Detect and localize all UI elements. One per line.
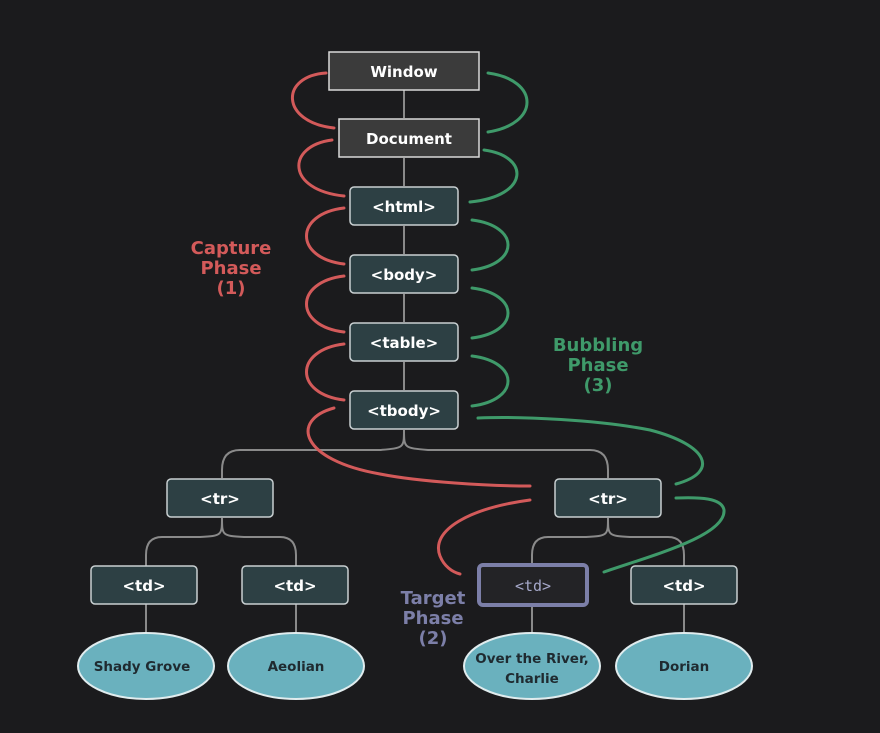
bubbling-phase-label: Bubbling Phase (3) — [553, 335, 643, 396]
node-td-4: <td> — [630, 565, 738, 605]
connector-trright-td4 — [607, 517, 685, 566]
node-html: <html> — [349, 186, 459, 226]
capture-arcs — [290, 71, 532, 576]
bubbling-phase-line2: Phase — [567, 355, 628, 376]
leaf-over-the-river-line1: Over the River, — [475, 651, 589, 667]
node-td-4-box — [630, 565, 738, 605]
node-body-box — [349, 254, 459, 294]
node-body-label: <body> — [371, 266, 438, 284]
node-td-4-label: <td> — [662, 577, 705, 595]
node-document-label: Document — [366, 130, 452, 148]
bubbling-arc-4 — [470, 286, 510, 340]
target-phase-line2: Phase — [402, 608, 463, 629]
bubbling-phase-line1: Bubbling — [553, 335, 643, 356]
node-tr-left: <tr> — [166, 478, 274, 518]
bubbling-arc-7 — [476, 416, 705, 486]
capture-arc-2 — [297, 138, 346, 198]
capture-arc-6 — [306, 406, 532, 488]
node-html-label: <html> — [372, 198, 436, 216]
target-phase-line3: (2) — [419, 628, 448, 649]
connector-trleft-td2 — [221, 517, 297, 566]
node-window-box — [328, 51, 480, 91]
bubbling-arc-1 — [486, 71, 529, 134]
leaf-dorian-label: Dorian — [659, 659, 710, 675]
bubbling-arcs — [468, 71, 726, 574]
target-phase-label: Target Phase (2) — [401, 588, 466, 649]
node-td-target-label: <td> — [515, 577, 551, 595]
leaf-dorian: Dorian — [615, 632, 753, 700]
node-window: Window — [328, 51, 480, 91]
node-window-label: Window — [370, 63, 437, 81]
tree-connectors — [145, 90, 685, 634]
node-table: <table> — [349, 322, 459, 362]
node-td-target-box — [477, 563, 589, 607]
node-tr-right-label: <tr> — [588, 490, 628, 508]
leaf-over-the-river-ellipse — [463, 632, 601, 700]
leaf-aeolian-label: Aeolian — [268, 659, 325, 675]
node-document-box — [338, 118, 480, 158]
node-td-1: <td> — [90, 565, 198, 605]
connector-tbody-tr-right — [403, 429, 609, 478]
node-td-target: <td> — [477, 563, 589, 607]
capture-arc-5 — [305, 342, 346, 402]
capture-phase-label: Capture Phase (1) — [191, 238, 272, 299]
leaf-over-the-river: Over the River, Charlie — [463, 632, 601, 700]
bubbling-arc-5 — [470, 354, 510, 408]
bubbling-arc-2 — [468, 148, 519, 204]
node-body: <body> — [349, 254, 459, 294]
node-tbody: <tbody> — [349, 390, 459, 430]
connector-tbody-tr-left — [221, 429, 405, 478]
node-table-box — [349, 322, 459, 362]
node-html-box — [349, 186, 459, 226]
leaf-aeolian: Aeolian — [227, 632, 365, 700]
node-td-2-box — [241, 565, 349, 605]
node-tr-right: <tr> — [554, 478, 662, 518]
leaf-shady-grove-ellipse — [77, 632, 215, 700]
target-phase-line1: Target — [401, 588, 466, 609]
leaf-shady-grove-label: Shady Grove — [94, 659, 191, 675]
node-tbody-label: <tbody> — [367, 402, 441, 420]
bubbling-arc-6 — [602, 496, 726, 574]
capture-phase-line1: Capture — [191, 238, 272, 259]
capture-phase-line2: Phase — [200, 258, 261, 279]
capture-arc-1 — [290, 71, 336, 130]
capture-phase-line3: (1) — [217, 278, 246, 299]
capture-arc-7 — [437, 498, 532, 576]
node-tbody-box — [349, 390, 459, 430]
leaf-shady-grove: Shady Grove — [77, 632, 215, 700]
leaf-aeolian-ellipse — [227, 632, 365, 700]
bubbling-phase-line3: (3) — [584, 375, 613, 396]
connector-trright-tdtarget — [531, 517, 609, 566]
node-tr-right-box — [554, 478, 662, 518]
node-td-2: <td> — [241, 565, 349, 605]
node-tr-left-box — [166, 478, 274, 518]
leaf-dorian-ellipse — [615, 632, 753, 700]
node-document: Document — [338, 118, 480, 158]
node-tr-left-label: <tr> — [200, 490, 240, 508]
node-td-1-box — [90, 565, 198, 605]
connector-trleft-td1 — [145, 517, 223, 566]
capture-arc-3 — [305, 206, 346, 266]
node-td-2-label: <td> — [273, 577, 316, 595]
capture-arc-4 — [305, 274, 346, 334]
bubbling-arc-3 — [470, 218, 510, 272]
node-td-1-label: <td> — [122, 577, 165, 595]
leaf-over-the-river-line2: Charlie — [505, 671, 559, 687]
node-table-label: <table> — [370, 334, 438, 352]
